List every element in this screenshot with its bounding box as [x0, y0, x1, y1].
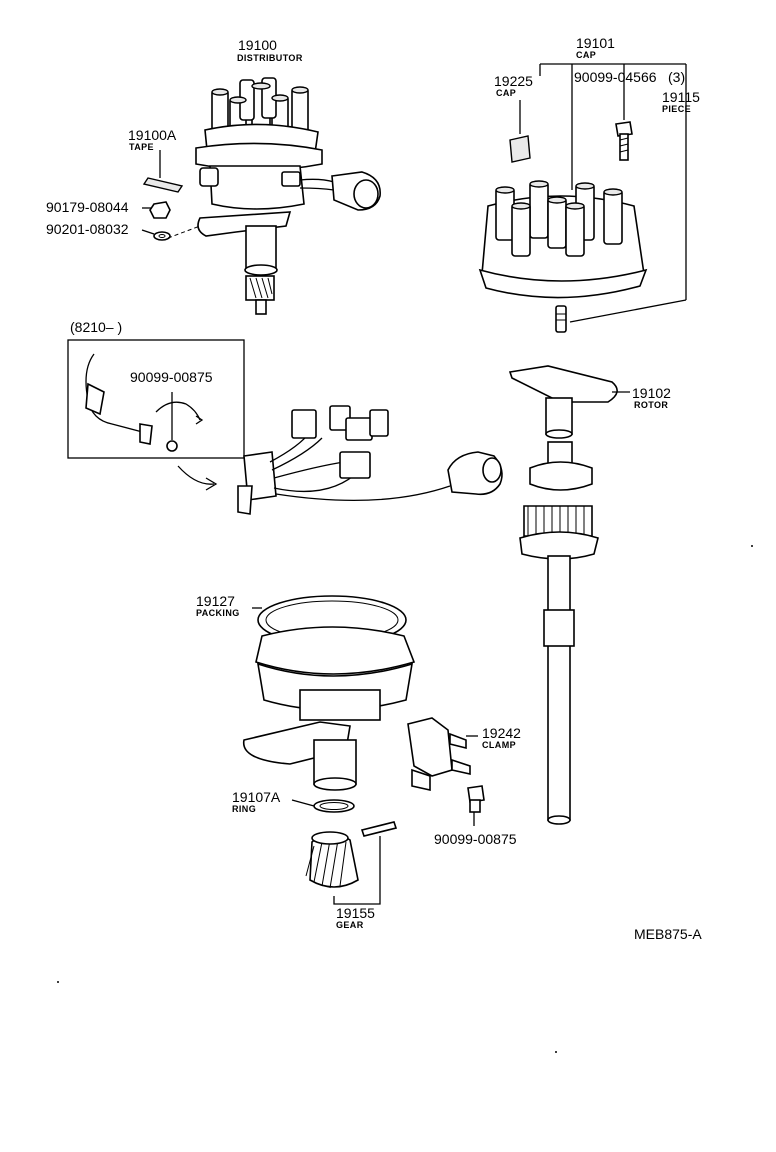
label-gear-name: GEAR [336, 920, 364, 930]
rotor-part [508, 365, 618, 439]
housing-part [242, 626, 416, 791]
label-cap-assy-num: 19101 [576, 35, 615, 51]
label-piece-name: PIECE [662, 104, 691, 114]
small-cap-part [509, 135, 531, 163]
label-ring-num: 19107A [232, 789, 281, 805]
distributor-cap-part [478, 180, 648, 299]
label-gear-num: 19155 [336, 905, 375, 921]
label-piece-num: 19115 [662, 89, 700, 105]
label-cap-screw-num: 90099-04566 [574, 69, 657, 85]
diagram-code: MEB875-A [634, 926, 702, 942]
label-ring-name: RING [232, 804, 256, 814]
label-distributor-num: 19100 [238, 37, 277, 53]
label-tape-num: 19100A [128, 127, 177, 143]
washer-part [153, 231, 171, 241]
clamp-screw-part [467, 785, 485, 813]
gear-pin-part [360, 821, 398, 837]
cap-screw-part [615, 121, 633, 137]
label-packing-name: PACKING [196, 608, 240, 618]
label-harness-screw-num: 90099-00875 [130, 369, 213, 385]
label-nut-num: 90179-08044 [46, 199, 129, 215]
label-clamp-screw-num: 90099-00875 [434, 831, 517, 847]
label-distributor-name: DISTRIBUTOR [237, 53, 303, 63]
label-washer-num: 90201-08032 [46, 221, 129, 237]
label-cap-small-name: CAP [496, 88, 516, 98]
nut-part [149, 201, 171, 219]
clamp-part [407, 717, 471, 791]
drive-gear-part [305, 831, 359, 889]
wiring-harness-part [237, 405, 503, 515]
distributor-shaft [245, 225, 277, 271]
piece-part [555, 305, 567, 333]
label-packing-num: 19127 [196, 593, 235, 609]
inset-harness-detail [85, 353, 204, 452]
label-cap-small-num: 19225 [494, 73, 533, 89]
label-clamp-name: CLAMP [482, 740, 516, 750]
label-date-range: (8210– ) [70, 319, 122, 335]
governor-shaft-part [519, 441, 599, 825]
label-cap-assy-name: CAP [576, 50, 596, 60]
cap-bracket-lines [539, 63, 687, 323]
distributor-housing [209, 165, 305, 210]
label-tape-name: TAPE [129, 142, 154, 152]
label-rotor-num: 19102 [632, 385, 671, 401]
label-rotor-name: ROTOR [634, 400, 668, 410]
label-clamp-num: 19242 [482, 725, 521, 741]
distributor-assembly [195, 77, 381, 315]
inset-box [67, 339, 245, 459]
tape-part [142, 177, 184, 193]
label-cap-screw-qty: (3) [668, 69, 685, 85]
